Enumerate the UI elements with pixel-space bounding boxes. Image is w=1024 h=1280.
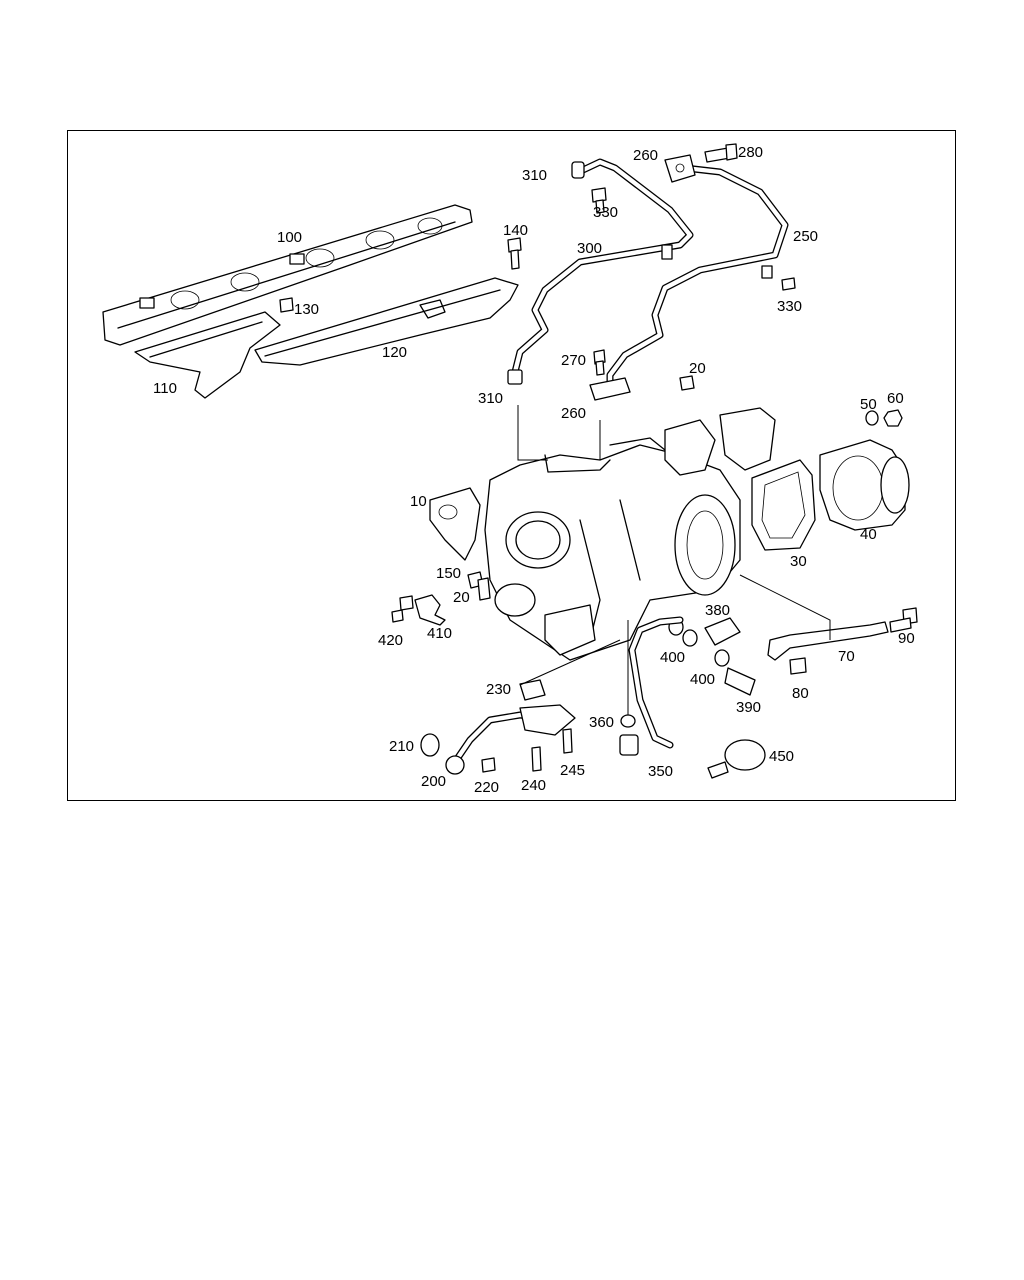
callout-40: 40 bbox=[860, 526, 877, 543]
callout-300: 300 bbox=[577, 240, 602, 257]
callout-390: 390 bbox=[736, 699, 761, 716]
callout-400a: 400 bbox=[660, 649, 685, 666]
callout-30: 30 bbox=[790, 553, 807, 570]
flange-40 bbox=[819, 439, 910, 531]
fittings-380-390-400 bbox=[668, 617, 756, 696]
callout-280: 280 bbox=[738, 144, 763, 161]
callout-60: 60 bbox=[887, 390, 904, 407]
heat-shield-120 bbox=[254, 277, 519, 366]
callout-250: 250 bbox=[793, 228, 818, 245]
pipe-200 bbox=[445, 704, 576, 775]
callout-130: 130 bbox=[294, 301, 319, 318]
seal-210 bbox=[420, 733, 440, 757]
callout-20b: 20 bbox=[453, 589, 470, 606]
callout-330b: 330 bbox=[777, 298, 802, 315]
callout-240: 240 bbox=[521, 777, 546, 794]
heat-shield-110 bbox=[134, 311, 281, 399]
callout-70: 70 bbox=[838, 648, 855, 665]
callout-230: 230 bbox=[486, 681, 511, 698]
callout-360: 360 bbox=[589, 714, 614, 731]
oil-return-pipe-350 bbox=[619, 616, 684, 756]
callout-260a: 260 bbox=[633, 147, 658, 164]
callout-420: 420 bbox=[378, 632, 403, 649]
callout-210: 210 bbox=[389, 738, 414, 755]
callout-410: 410 bbox=[427, 625, 452, 642]
oil-pipe-300 bbox=[511, 158, 694, 376]
bracket-70 bbox=[767, 621, 889, 661]
callout-260b: 260 bbox=[561, 405, 586, 422]
callout-400b: 400 bbox=[690, 671, 715, 688]
callout-10: 10 bbox=[410, 493, 427, 510]
callout-310a: 310 bbox=[522, 167, 547, 184]
pipe-fittings bbox=[507, 154, 773, 401]
callout-110: 110 bbox=[153, 380, 177, 397]
callout-100: 100 bbox=[277, 229, 302, 246]
callout-270: 270 bbox=[561, 352, 586, 369]
turbocharger-10 bbox=[429, 407, 776, 661]
callout-50: 50 bbox=[860, 396, 877, 413]
callout-20a: 20 bbox=[689, 360, 706, 377]
gasket-230 bbox=[519, 679, 546, 701]
callout-150: 150 bbox=[436, 565, 461, 582]
callout-200: 200 bbox=[421, 773, 446, 790]
callout-450: 450 bbox=[769, 748, 794, 765]
callout-350: 350 bbox=[648, 763, 673, 780]
oil-pipe-250 bbox=[606, 164, 789, 389]
clamp-450 bbox=[707, 739, 766, 779]
callout-90: 90 bbox=[898, 630, 915, 647]
bolts bbox=[279, 143, 918, 773]
bracket-410 bbox=[414, 594, 446, 626]
washer-50 bbox=[865, 410, 879, 426]
callout-380: 380 bbox=[705, 602, 730, 619]
callout-120: 120 bbox=[382, 344, 407, 361]
callout-310b: 310 bbox=[478, 390, 503, 407]
seal-360 bbox=[620, 714, 636, 728]
callout-labels: 310 260 280 330 140 100 300 250 330 130 … bbox=[153, 144, 915, 796]
callout-330a: 330 bbox=[593, 204, 618, 221]
callout-245: 245 bbox=[560, 762, 585, 779]
gasket-30 bbox=[751, 459, 816, 551]
leader-lines bbox=[517, 405, 831, 715]
callout-140: 140 bbox=[503, 222, 528, 239]
heat-shield-100 bbox=[102, 204, 473, 346]
callout-220: 220 bbox=[474, 779, 499, 796]
callout-80: 80 bbox=[792, 685, 809, 702]
nut-60 bbox=[883, 409, 903, 427]
